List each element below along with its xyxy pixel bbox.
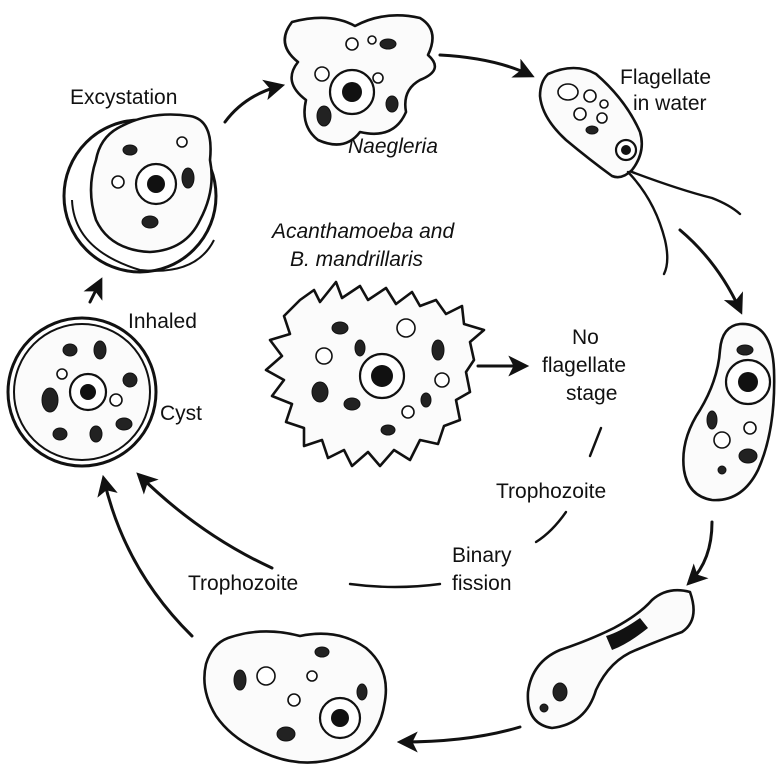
- arrow-naegleria-to-flagellate: [440, 55, 530, 75]
- label-excystation: Excystation: [70, 86, 177, 109]
- label-trophozoite-left: Trophozoite: [188, 572, 298, 595]
- binary-fission-cell: [528, 590, 694, 728]
- label-naegleria: Naegleria: [348, 135, 438, 158]
- arrow-excystation-to-naegleria: [225, 86, 280, 122]
- connector-binary-trophozoite: [350, 584, 440, 587]
- excystation-cell: [64, 115, 216, 273]
- connector-trophozoite-binary: [536, 512, 566, 542]
- label-center-line2: B. mandrillaris: [290, 248, 424, 271]
- label-no-flagellate-line2: flagellate: [542, 354, 626, 377]
- label-trophozoite-right: Trophozoite: [496, 480, 606, 503]
- arrow-trophozoite-to-fission: [690, 522, 712, 582]
- label-center-line1: Acanthamoeba and: [270, 220, 455, 243]
- cyst: [8, 318, 156, 466]
- label-flagellate-line2: in water: [633, 92, 707, 115]
- label-no-flagellate-line1: No: [572, 326, 599, 349]
- label-inhaled: Inhaled: [128, 310, 197, 333]
- label-binary-line2: fission: [452, 572, 512, 595]
- label-no-flagellate-line3: stage: [566, 382, 617, 405]
- arrow-cyst-to-excystation: [90, 282, 100, 302]
- arrow-bottom-to-cyst: [104, 480, 192, 636]
- acanthamoeba-center: [266, 282, 484, 466]
- arrow-trophozoite-left-to-cyst: [140, 476, 272, 568]
- trophozoite-bottom: [204, 631, 386, 762]
- label-flagellate-line1: Flagellate: [620, 66, 711, 89]
- naegleria-amoeba: [285, 15, 435, 144]
- label-binary-line1: Binary: [452, 544, 512, 567]
- connector-no-flagellate-trophozoite: [590, 428, 601, 456]
- label-cyst: Cyst: [160, 402, 202, 425]
- arrow-fission-to-bottom-trophozoite: [402, 727, 520, 742]
- arrow-flagellate-to-trophozoite: [680, 230, 740, 310]
- trophozoite-right: [683, 324, 774, 500]
